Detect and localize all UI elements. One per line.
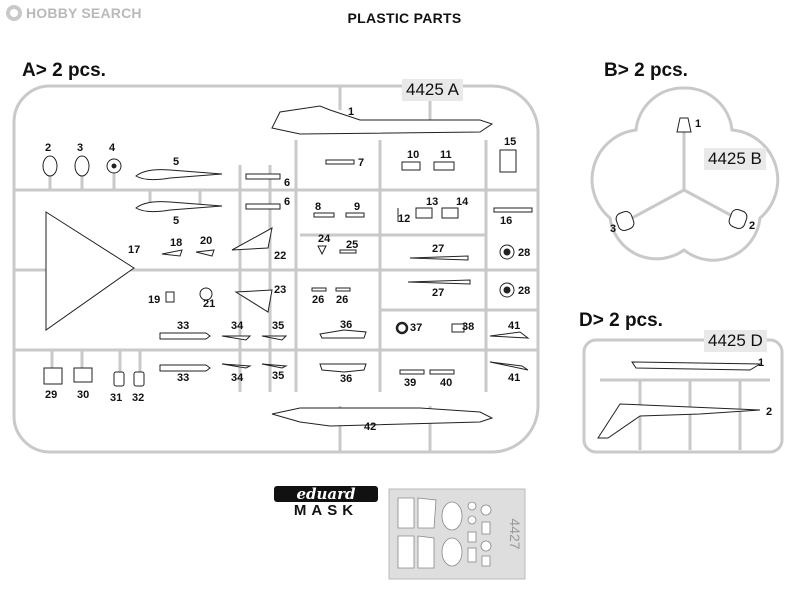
part-number: 6 — [284, 177, 290, 189]
part-number: 35 — [272, 370, 284, 382]
part-number: 6 — [284, 196, 290, 208]
part-number: 35 — [272, 320, 284, 332]
part-number: 23 — [274, 284, 286, 296]
sprue-b-heading: B> 2 pcs. — [604, 60, 688, 81]
part-number: 20 — [200, 235, 212, 247]
part-number: 5 — [173, 156, 179, 168]
part-number: 28 — [518, 247, 530, 259]
sprue-a-heading: A> 2 pcs. — [22, 60, 106, 81]
page-title: PLASTIC PARTS — [347, 10, 462, 26]
part-number: 36 — [340, 319, 352, 331]
part-number: 29 — [45, 389, 57, 401]
part-number: 26 — [336, 294, 348, 306]
brand-logo-text: HOBBY SEARCH — [26, 5, 142, 21]
part-number: 42 — [364, 421, 376, 433]
part-number: 19 — [148, 294, 160, 306]
part-number: 18 — [170, 237, 182, 249]
part-number: 3 — [610, 223, 616, 235]
part-number: 28 — [518, 285, 530, 297]
sprue-d-heading: D> 2 pcs. — [579, 310, 663, 331]
mask-label: MASK — [293, 502, 359, 519]
part-number: 22 — [274, 250, 286, 262]
part-number: 12 — [398, 213, 410, 225]
sprue-a-code: 4425 A — [402, 79, 463, 101]
part-number: 27 — [432, 287, 444, 299]
part-number: 41 — [508, 372, 520, 384]
hobby-search-logo: HOBBY SEARCH — [6, 5, 142, 21]
mask-code: 4427 — [507, 518, 523, 549]
part-number: 17 — [128, 244, 140, 256]
part-number: 2 — [766, 406, 772, 418]
part-number: 26 — [312, 294, 324, 306]
part-number: 37 — [410, 322, 422, 334]
part-number: 11 — [440, 149, 452, 161]
part-1-fuselage — [271, 105, 494, 135]
part-number: 2 — [749, 220, 755, 232]
part-number: 4 — [109, 142, 116, 154]
part-42-fuselage — [271, 407, 494, 427]
part-number: 21 — [203, 298, 215, 310]
part-number: 1 — [695, 118, 701, 130]
part-number: 10 — [407, 149, 419, 161]
brand-logo-icon — [6, 5, 22, 21]
part-number: 34 — [231, 320, 244, 332]
part-number: 16 — [500, 215, 512, 227]
part-17-wing — [45, 211, 135, 331]
part-number: 33 — [177, 320, 189, 332]
part-number: 24 — [318, 233, 331, 245]
part-number: 1 — [348, 106, 354, 118]
part-number: 7 — [358, 157, 364, 169]
part-number: 15 — [504, 136, 516, 148]
part-number: 30 — [77, 389, 89, 401]
part-number: 5 — [173, 215, 179, 227]
part-number: 14 — [456, 196, 469, 208]
part-number: 34 — [231, 372, 244, 384]
part-number: 9 — [354, 201, 360, 213]
part-number: 36 — [340, 373, 352, 385]
eduard-mask-logo: eduard MASK — [274, 486, 378, 519]
part-number: 38 — [462, 321, 474, 333]
part-number: 39 — [404, 377, 416, 389]
mask-sheet: 4427 — [388, 488, 526, 580]
sprue-b-code: 4425 B — [704, 148, 766, 170]
part-number: 3 — [77, 142, 83, 154]
eduard-brand: eduard — [274, 486, 378, 502]
part-number: 33 — [177, 372, 189, 384]
part-number: 40 — [440, 377, 452, 389]
part-number: 25 — [346, 239, 358, 251]
part-number: 31 — [110, 392, 122, 404]
part-number: 32 — [132, 392, 144, 404]
part-number: 41 — [508, 320, 520, 332]
part-number: 2 — [45, 142, 51, 154]
part-number: 1 — [758, 357, 764, 369]
sprue-d-code: 4425 D — [704, 330, 767, 352]
part-number: 8 — [315, 201, 321, 213]
part-number: 13 — [426, 196, 438, 208]
part-number: 27 — [432, 243, 444, 255]
